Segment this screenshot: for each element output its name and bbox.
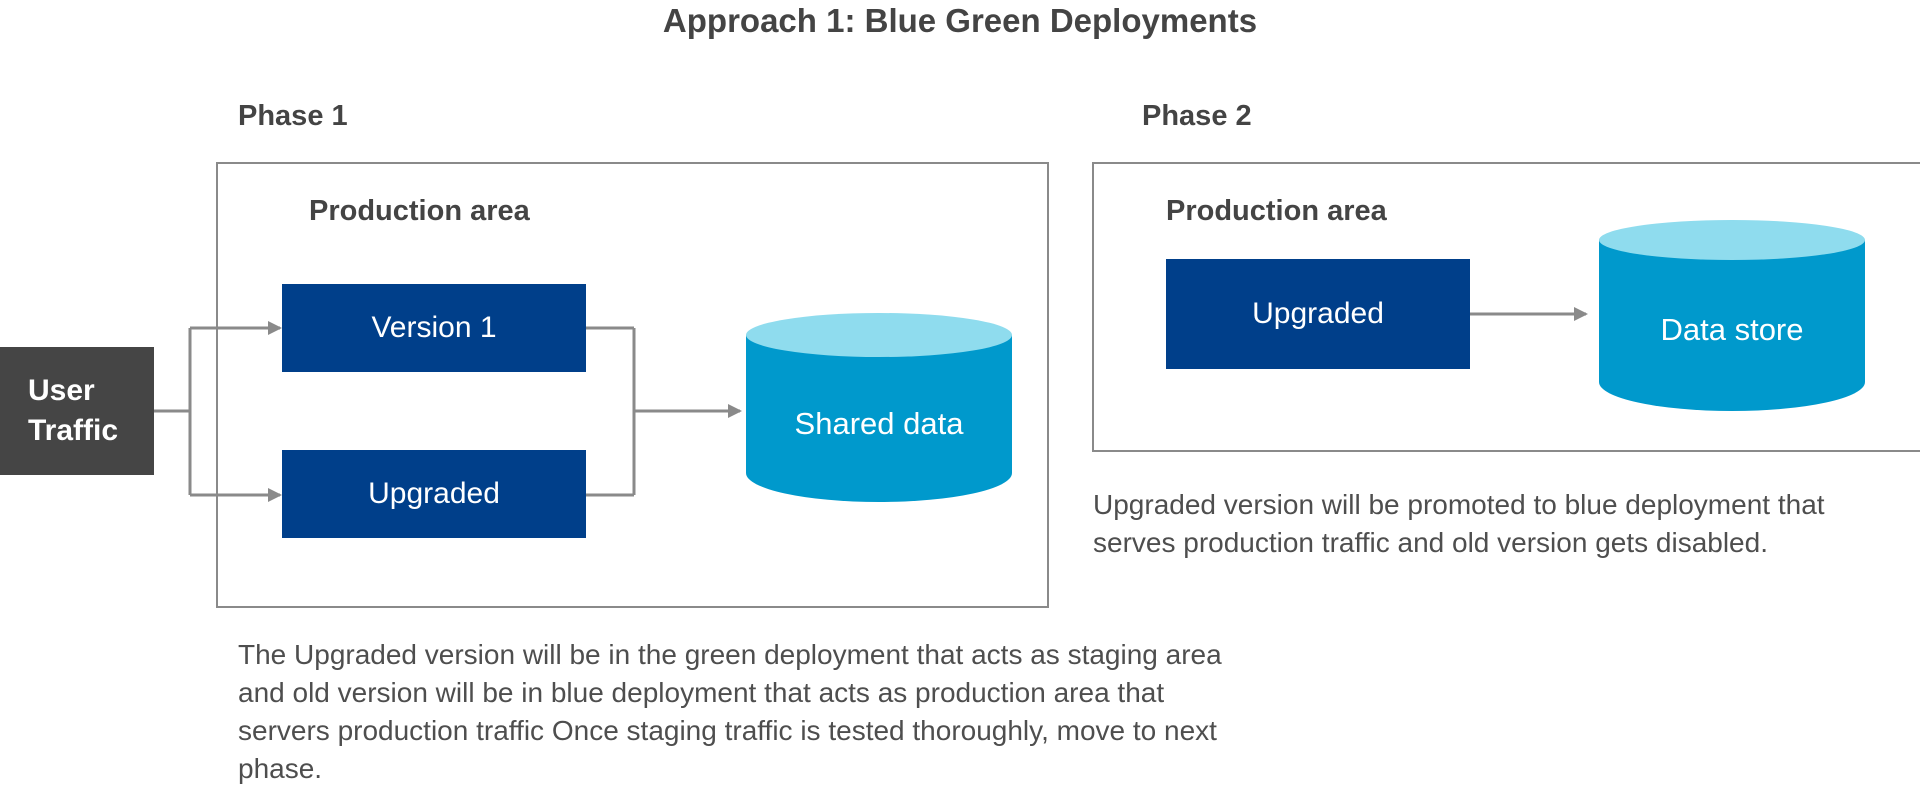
data-store-cylinder: Data store bbox=[1599, 220, 1865, 411]
phase-1-production-area-label: Production area bbox=[309, 195, 530, 227]
user-traffic-line-1: User bbox=[28, 374, 95, 407]
version-1-box: Version 1 bbox=[282, 284, 586, 372]
user-traffic-box: User Traffic bbox=[0, 347, 154, 475]
phase-1-production-frame bbox=[216, 162, 1049, 608]
phase-2-label: Phase 2 bbox=[1142, 100, 1252, 132]
phase-1-description: The Upgraded version will be in the gree… bbox=[238, 639, 1222, 784]
shared-data-cylinder: Shared data bbox=[746, 313, 1012, 502]
user-traffic-line-2: Traffic bbox=[28, 414, 119, 447]
upgraded-box-phase-2: Upgraded bbox=[1166, 259, 1470, 369]
upgraded-box-phase-1: Upgraded bbox=[282, 450, 586, 538]
phase-1-label: Phase 1 bbox=[238, 100, 348, 132]
user-traffic-fanout-connector bbox=[154, 321, 282, 502]
diagram-title: Approach 1: Blue Green Deployments bbox=[662, 2, 1258, 39]
phase-2-production-frame bbox=[1092, 162, 1920, 452]
version-1-label: Version 1 bbox=[371, 311, 497, 344]
shared-data-label: Shared data bbox=[795, 406, 965, 441]
phase-2-description: Upgraded version will be promoted to blu… bbox=[1093, 489, 1825, 558]
upgraded-label-phase-2: Upgraded bbox=[1252, 297, 1384, 330]
data-store-label: Data store bbox=[1660, 312, 1803, 347]
phase-2-production-area-label: Production area bbox=[1166, 195, 1387, 227]
upgraded-label-phase-1: Upgraded bbox=[368, 477, 500, 510]
services-to-shared-data-connector bbox=[586, 326, 742, 497]
